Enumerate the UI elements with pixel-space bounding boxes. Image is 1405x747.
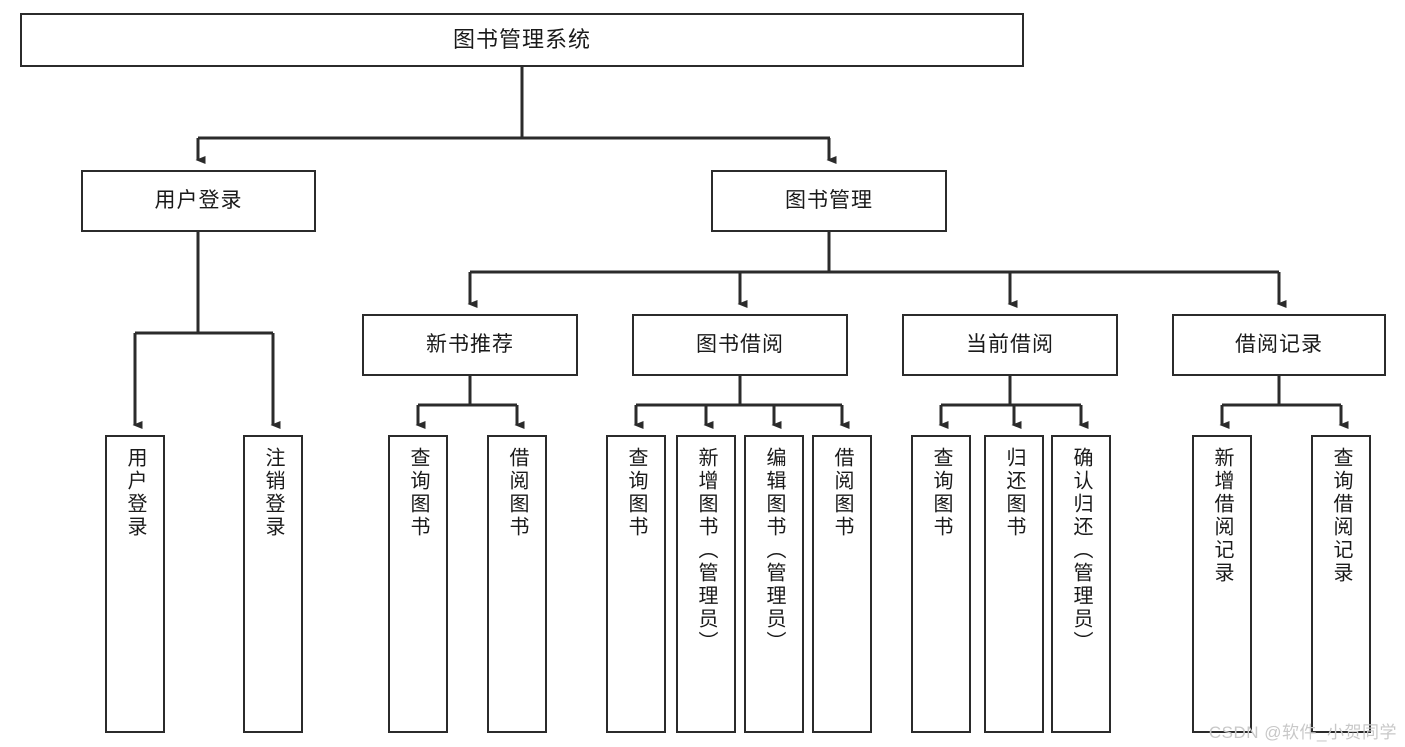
leaf-borrow-book[interactable]: 借阅图书 <box>812 435 872 733</box>
leaf-query-book-rec[interactable]: 查询图书 <box>388 435 448 733</box>
node-label: 查询图书 <box>625 447 647 539</box>
leaf-user-login[interactable]: 用户登录 <box>105 435 165 733</box>
leaf-add-book-admin[interactable]: 新增图书（管理员） <box>676 435 736 733</box>
node-label: 查询图书 <box>407 447 429 539</box>
node-label: 新增借阅记录 <box>1211 447 1233 585</box>
node-label: 当前借阅 <box>966 333 1054 357</box>
leaf-confirm-return[interactable]: 确认归还（管理员） <box>1051 435 1111 733</box>
node-label: 注销登录 <box>262 447 284 539</box>
node-label: 新书推荐 <box>426 333 514 357</box>
node-label: 借阅记录 <box>1235 333 1323 357</box>
node-book-manage[interactable]: 图书管理 <box>711 170 947 232</box>
node-label: 确认归还（管理员） <box>1070 447 1092 654</box>
node-label: 编辑图书（管理员） <box>763 447 785 654</box>
node-label: 图书管理 <box>785 189 873 213</box>
leaf-query-book[interactable]: 查询图书 <box>606 435 666 733</box>
node-label: 查询图书 <box>930 447 952 539</box>
node-borrow-record[interactable]: 借阅记录 <box>1172 314 1386 376</box>
node-label: 归还图书 <box>1003 447 1025 539</box>
node-root-system[interactable]: 图书管理系统 <box>20 13 1024 67</box>
leaf-query-borrow-rec[interactable]: 查询借阅记录 <box>1311 435 1371 733</box>
node-label: 新增图书（管理员） <box>695 447 717 654</box>
node-label: 借阅图书 <box>831 447 853 539</box>
csdn-watermark: CSDN @软件_小贺同学 <box>1208 723 1397 742</box>
node-user-login[interactable]: 用户登录 <box>81 170 316 232</box>
node-new-book-rec[interactable]: 新书推荐 <box>362 314 578 376</box>
leaf-borrow-book-rec[interactable]: 借阅图书 <box>487 435 547 733</box>
leaf-query-book-cur[interactable]: 查询图书 <box>911 435 971 733</box>
node-label: 借阅图书 <box>506 447 528 539</box>
node-label: 图书管理系统 <box>452 26 591 52</box>
node-label: 查询借阅记录 <box>1330 447 1352 585</box>
node-label: 图书借阅 <box>696 333 784 357</box>
node-book-borrow[interactable]: 图书借阅 <box>632 314 848 376</box>
leaf-edit-book-admin[interactable]: 编辑图书（管理员） <box>744 435 804 733</box>
node-current-borrow[interactable]: 当前借阅 <box>902 314 1118 376</box>
leaf-add-borrow-record[interactable]: 新增借阅记录 <box>1192 435 1252 733</box>
leaf-logout[interactable]: 注销登录 <box>243 435 303 733</box>
leaf-return-book[interactable]: 归还图书 <box>984 435 1044 733</box>
node-label: 用户登录 <box>124 447 146 539</box>
node-label: 用户登录 <box>154 189 243 213</box>
